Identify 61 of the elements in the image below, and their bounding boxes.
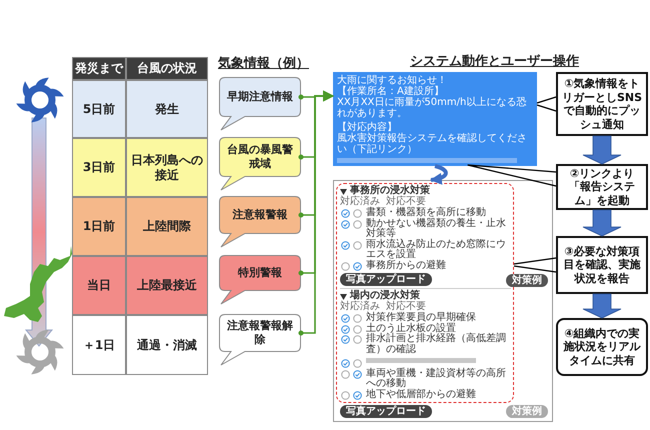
message-text: 【対応内容】 (337, 122, 397, 133)
callout-box: ②リンクより「報告システム」を起動 (556, 164, 648, 210)
bubble-text: 早期注意情報 (226, 89, 294, 105)
checklist-item: 排水計画と排水経路（高低差調査）の確認 (366, 333, 506, 354)
table-header-cell: 台風の状況 (126, 57, 208, 80)
block-arrow (582, 136, 622, 164)
speech-bubble (219, 314, 301, 366)
column-header: 対応済み (340, 196, 380, 207)
table-cell: 発生 (126, 80, 208, 138)
checklist-item: 車両や重機・建設資材等の高所への移動 (366, 368, 506, 389)
callout-pointer (467, 164, 557, 187)
table-cell: 上陸最接近 (126, 256, 208, 315)
callout-box: ③必要な対策項目を確認、実施状況を報告 (556, 236, 648, 294)
section-title: 事務所の浸水対策 (350, 185, 430, 196)
report-screen (333, 180, 553, 422)
table-cell: 5日前 (72, 80, 126, 138)
section-heading: システム動作とユーザー操作 (410, 54, 580, 70)
bubble-text: 台風の暴風警戒域 (226, 142, 294, 172)
table-cell: 通過・消滅 (126, 315, 208, 375)
table-cell: ＋1日 (72, 315, 126, 375)
bubble-text: 特別警報 (236, 265, 283, 281)
message-text: 【作業所名：A建設所】 (337, 86, 445, 97)
bubble-text: 注意報警報解除 (226, 318, 294, 348)
block-arrow (582, 210, 622, 236)
message-text: 風水害対策報告システムを確認してください（下記リンク） (337, 133, 528, 155)
table-cell: 3日前 (72, 138, 126, 197)
checklist-item: 対策作業要員の早期確保 (366, 312, 476, 323)
checklist-item: 書類・機器類を高所に移動 (366, 207, 486, 218)
checklist-item: 動かせない機器類の養生・止水対策等 (366, 218, 506, 239)
checklist-item: 土のう止水板の設置 (366, 322, 456, 334)
table-cell: 1日前 (72, 197, 126, 256)
column-header: 対応不要 (386, 196, 426, 207)
checklist-item: 地下や低層部からの避難 (366, 388, 476, 400)
block-arrow (582, 294, 622, 318)
callout-box: ④組織内での実施状況をリアルタイムに共有 (556, 318, 648, 376)
table-cell: 上陸間際 (126, 197, 208, 256)
table-cell: 日本列島への接近 (126, 138, 208, 197)
example-button: 対策例 (506, 274, 548, 286)
section-title: 場内の浸水対策 (350, 290, 420, 301)
speech-bubble (219, 196, 301, 248)
table-header-cell: 発災まで (72, 57, 126, 80)
column-header: 対応済み (340, 301, 380, 312)
example-button: 対策例 (506, 404, 548, 418)
speech-bubble (219, 255, 301, 305)
speech-bubble (219, 137, 301, 191)
photo-upload-button: 写真アップロード (340, 404, 432, 418)
table-cell: 当日 (72, 256, 126, 315)
arrow (298, 90, 334, 336)
callout-pointer (536, 96, 557, 112)
callout-box: ①気象情報をトリガーとしSNSで自動的にプッシュ通知 (556, 72, 648, 136)
photo-upload-button: 写真アップロード (340, 272, 432, 286)
callout-pointer (513, 257, 557, 273)
speech-bubble (219, 77, 301, 131)
checklist-item: 雨水流込み防止のため窓際にウエスを設置 (366, 238, 506, 260)
column-header: 対応不要 (386, 301, 426, 312)
checklist-item: 事務所からの避難 (366, 260, 446, 270)
section-heading: 気象情報（例） (218, 56, 310, 72)
message-text: 大雨に関するお知らせ！ (337, 75, 448, 86)
notification-message (333, 72, 537, 166)
bubble-text: 注意報警報 (232, 207, 288, 223)
message-text: XX月XX日に雨量が50mm/h以上になる恐れがあります。 (337, 97, 528, 119)
